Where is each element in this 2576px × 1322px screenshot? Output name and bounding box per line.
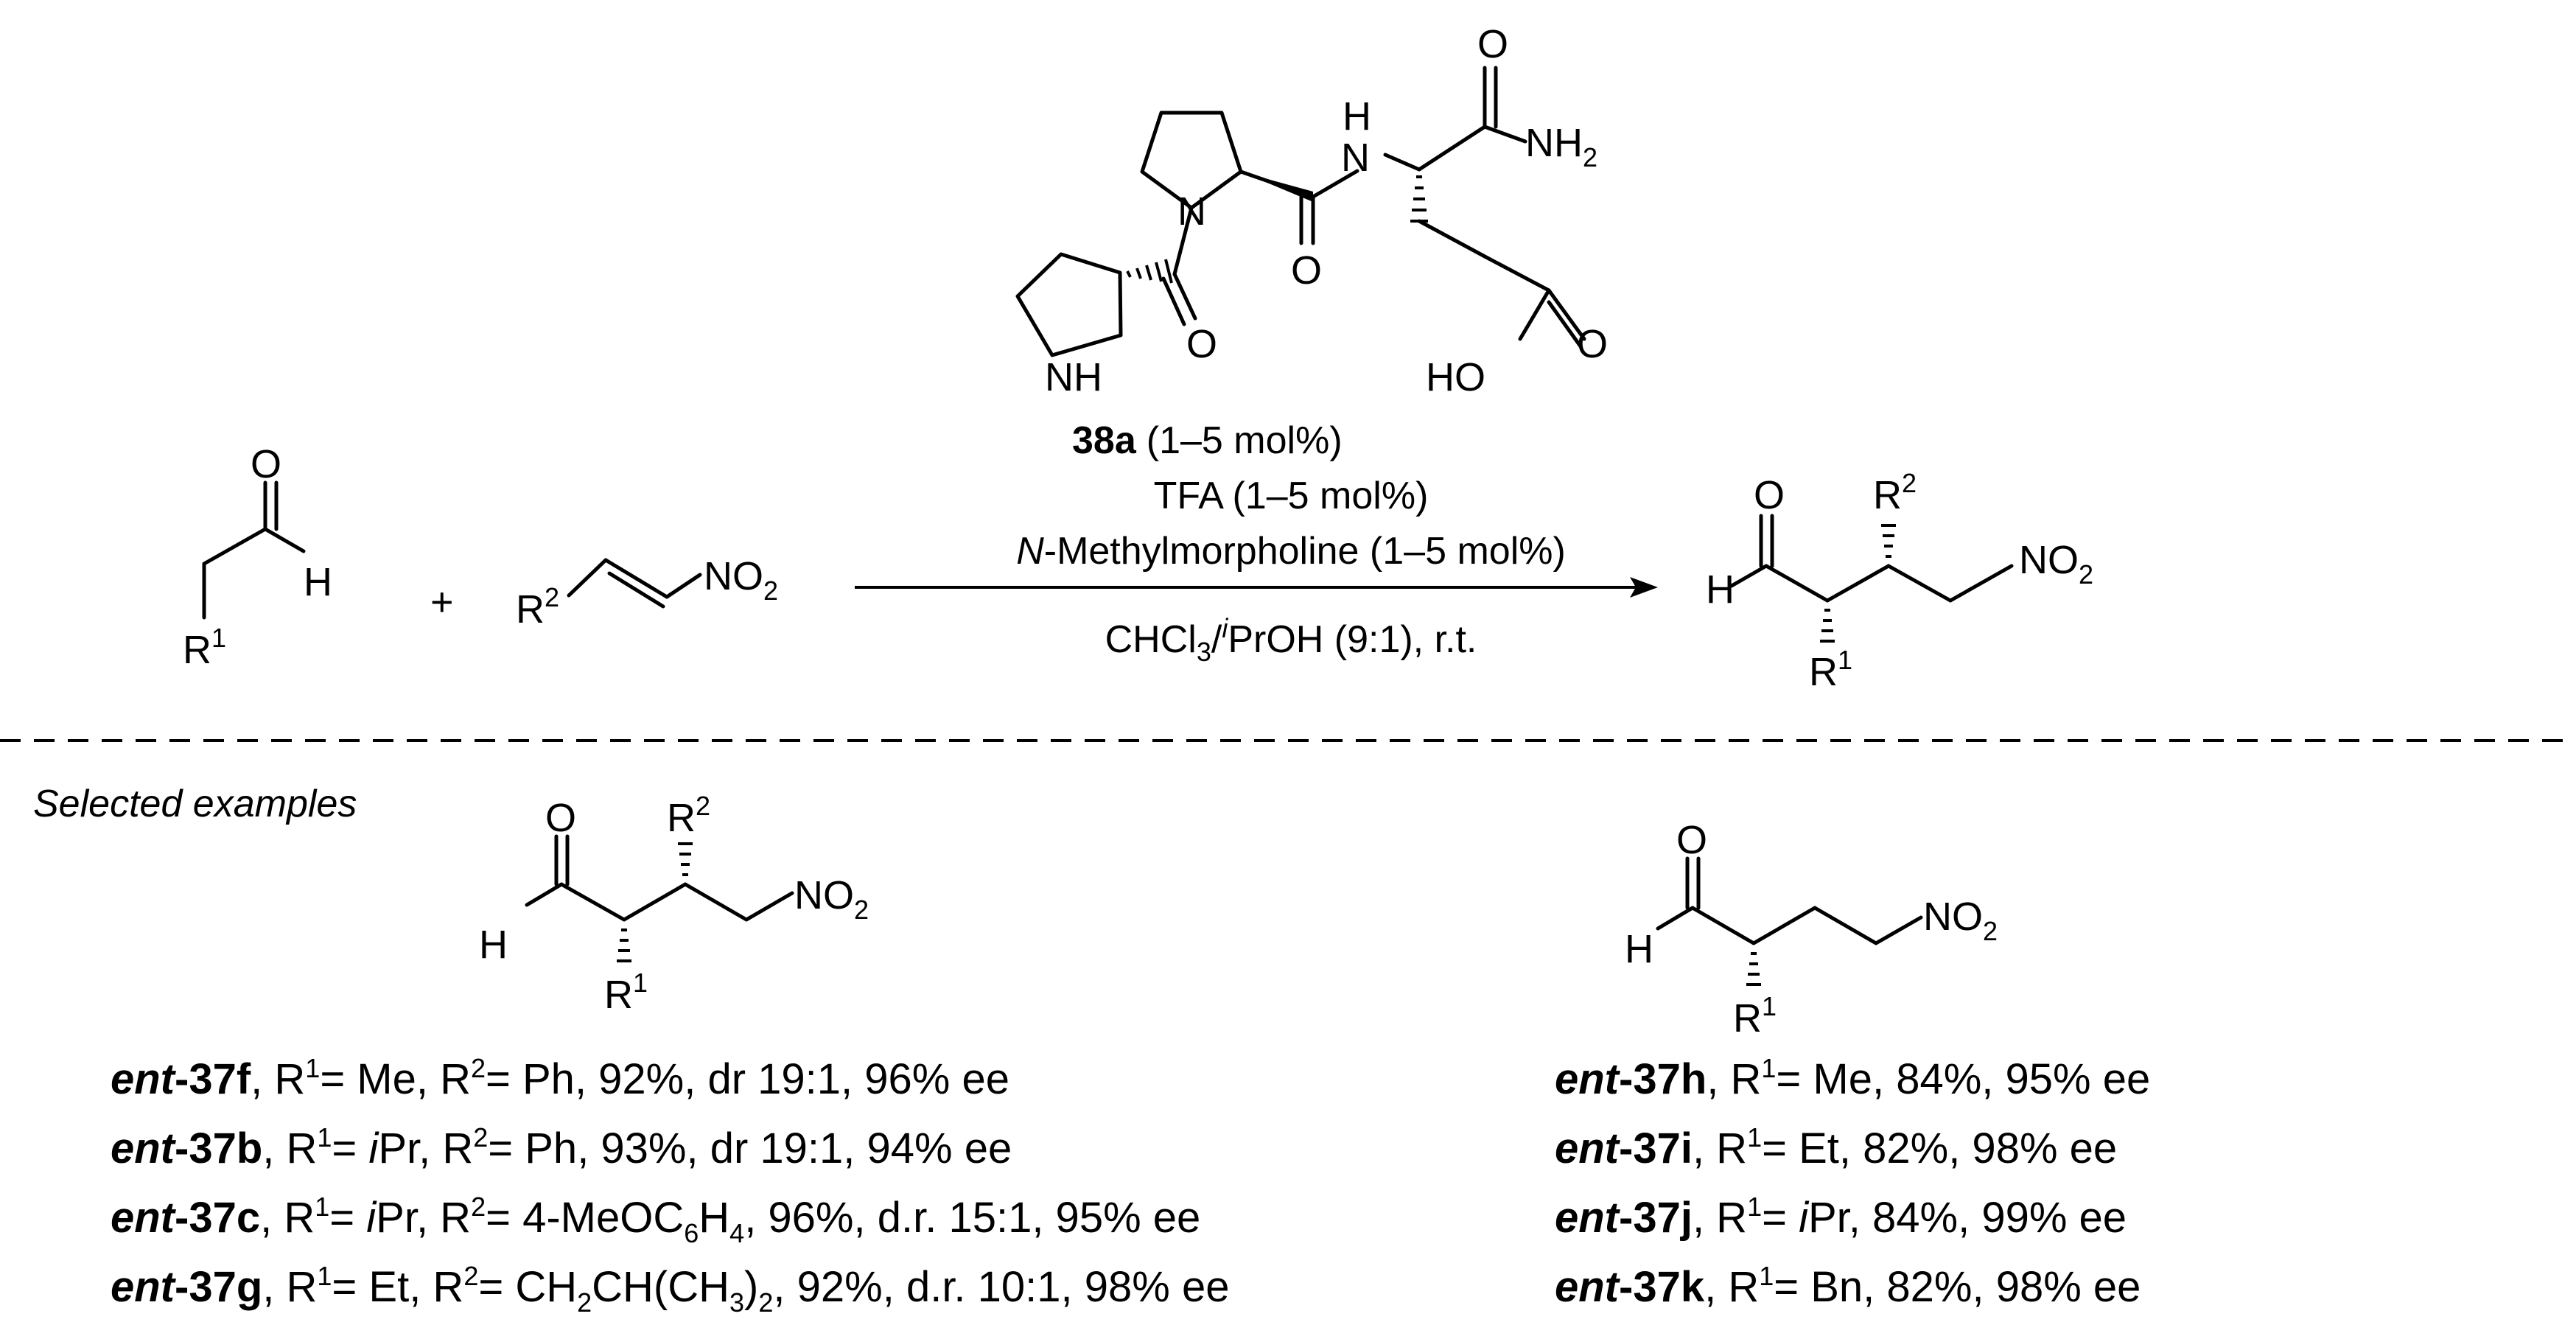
aldehyde-h: H bbox=[304, 560, 332, 604]
product-h: H bbox=[1706, 567, 1735, 612]
selected-examples-heading: Selected examples bbox=[33, 783, 357, 825]
aldehyde-structure bbox=[202, 480, 306, 620]
condition-nmm: N-Methylmorpholine (1–5 mol%) bbox=[1016, 530, 1566, 573]
left-example-structure bbox=[525, 834, 794, 922]
aldehyde-r1: R1 bbox=[183, 623, 226, 672]
catalyst-amide-n: N bbox=[1341, 136, 1370, 180]
left-example-r1: R1 bbox=[604, 968, 648, 1017]
entry-ent-37b: ent-37b, R1= iPr, R2= Ph, 93%, dr 19:1, … bbox=[111, 1122, 1012, 1172]
right-example-r1: R1 bbox=[1733, 991, 1777, 1041]
right-example-h: H bbox=[1625, 927, 1653, 971]
product-no2: NO2 bbox=[2019, 538, 2093, 590]
wedge-bond bbox=[1241, 172, 1313, 202]
entry-ent-37j: ent-37j, R1= iPr, 84%, 99% ee bbox=[1555, 1192, 2127, 1242]
condition-solvent: CHCl3/iPrOH (9:1), r.t. bbox=[1105, 613, 1477, 667]
catalyst-pro2-o: O bbox=[1291, 248, 1322, 293]
catalyst-label: 38a(1–5 mol%) bbox=[1072, 419, 1343, 462]
catalyst-pro1-o: O bbox=[1186, 322, 1217, 366]
left-example-o: O bbox=[545, 796, 576, 840]
entry-ent-37h: ent-37h, R1= Me, 84%, 95% ee bbox=[1555, 1053, 2150, 1103]
entry-ent-37i: ent-37i, R1= Et, 82%, 98% ee bbox=[1555, 1122, 2117, 1172]
condition-tfa: TFA (1–5 mol%) bbox=[1154, 475, 1429, 517]
left-example-hashed-bonds bbox=[617, 842, 693, 962]
catalyst-amide-o: O bbox=[1477, 22, 1508, 66]
left-example-h: H bbox=[479, 923, 508, 967]
entry-ent-37f: ent-37f, R1= Me, R2= Ph, 92%, dr 19:1, 9… bbox=[111, 1053, 1009, 1103]
catalyst-acid-ho: HO bbox=[1426, 355, 1485, 399]
entry-ent-37c: ent-37c, R1= iPr, R2= 4-MeOC6H4, 96%, d.… bbox=[111, 1192, 1200, 1248]
nitroalkene-r2: R2 bbox=[516, 582, 559, 632]
left-example-r2: R2 bbox=[667, 791, 710, 840]
right-example-hashed-bond bbox=[1746, 952, 1761, 986]
right-example-o: O bbox=[1676, 818, 1707, 862]
hashed-bonds bbox=[1126, 175, 1428, 284]
right-example-no2: NO2 bbox=[1923, 895, 1998, 946]
catalyst-pyrrolidine-n: N bbox=[1177, 189, 1206, 234]
product-r2: R2 bbox=[1873, 468, 1917, 517]
product-hashed-bonds bbox=[1820, 524, 1896, 643]
right-example-structure bbox=[1656, 856, 1923, 945]
catalyst-nh: NH bbox=[1045, 355, 1102, 399]
nitroalkene-structure bbox=[567, 558, 702, 609]
catalyst-acid-o: O bbox=[1577, 322, 1608, 366]
nitroalkene-no2: NO2 bbox=[704, 554, 778, 606]
aldehyde-o: O bbox=[251, 442, 281, 486]
catalyst-amide-h: H bbox=[1343, 94, 1371, 139]
entry-ent-37k: ent-37k, R1= Bn, 82%, 98% ee bbox=[1555, 1261, 2141, 1311]
left-example-no2: NO2 bbox=[794, 873, 869, 925]
product-structure bbox=[1729, 514, 2014, 603]
plus-sign: + bbox=[430, 580, 454, 624]
catalyst-38a-structure bbox=[1015, 66, 1586, 357]
product-o: O bbox=[1754, 473, 1785, 517]
product-r1: R1 bbox=[1809, 645, 1852, 694]
reaction-arrowhead bbox=[1630, 577, 1658, 598]
entry-ent-37g: ent-37g, R1= Et, R2= CH2CH(CH3)2, 92%, d… bbox=[111, 1261, 1230, 1318]
catalyst-nh2: NH2 bbox=[1525, 121, 1597, 172]
